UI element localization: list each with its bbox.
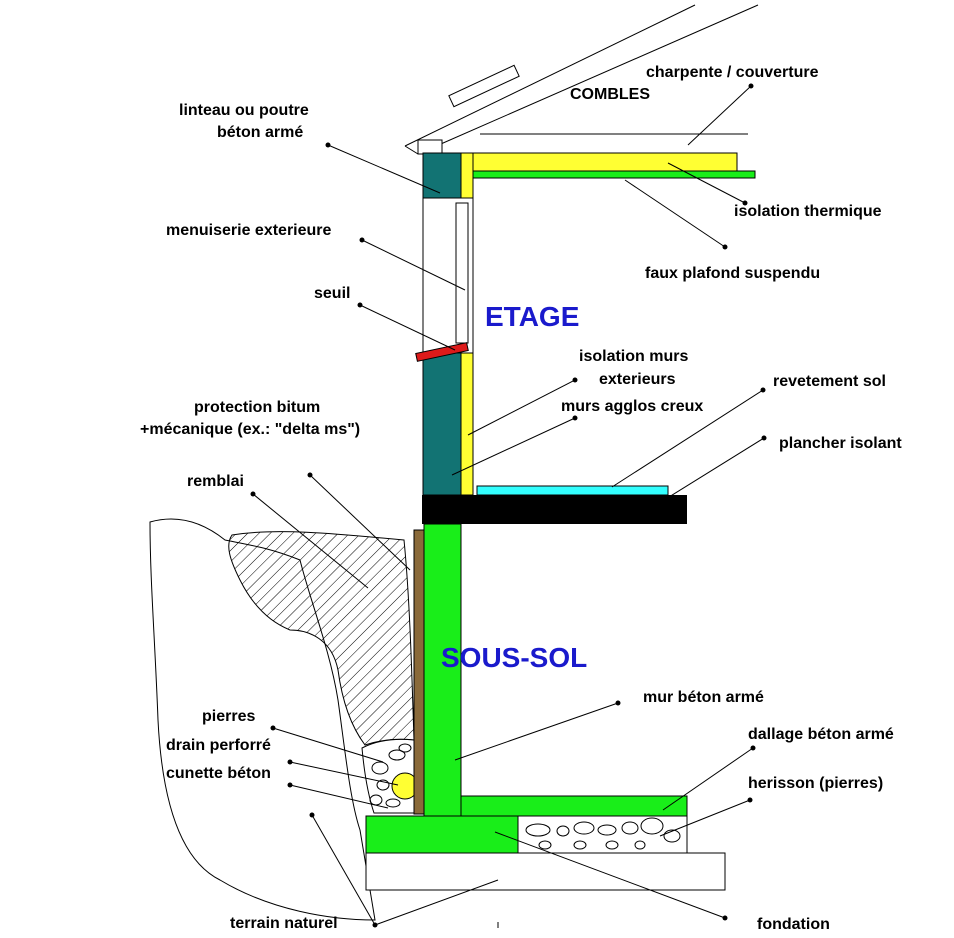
label-terrain: terrain naturel [230,915,338,932]
label-pierres: pierres [202,708,255,725]
lean-concrete-base [365,852,726,891]
label-isolation-murs-2: exterieurs [599,371,676,388]
label-protection-2: +mécanique (ex.: "delta ms") [140,421,360,438]
label-herisson: herisson (pierres) [748,775,883,792]
label-mur-beton: mur béton armé [643,689,764,706]
label-linteau-1: linteau ou poutre [179,102,309,119]
labels: charpente / couverture COMBLES linteau o… [140,64,902,933]
label-fondation: fondation [757,916,830,933]
leader-lines [250,83,767,928]
label-plancher: plancher isolant [779,435,902,452]
lintel-beam [422,152,462,199]
label-isolation-murs-1: isolation murs [579,348,688,365]
sill [415,342,469,362]
concrete-slab [460,795,688,817]
label-dallage: dallage béton armé [748,726,894,743]
reinforced-concrete-wall [423,523,462,817]
label-protection-1: protection bitum [194,399,320,416]
label-remblai: remblai [187,473,244,490]
label-drain: drain perforré [166,737,271,754]
label-linteau-2: béton armé [217,124,303,141]
insulated-floor-slab [422,495,687,524]
backfill [228,531,415,746]
label-sous-sol: SOUS-SOL [441,642,587,673]
bitumen-protection [413,529,425,815]
label-isolation-thermique: isolation thermique [734,203,882,220]
label-menuiserie: menuiserie exterieure [166,222,332,239]
hardcore-stones [525,817,681,850]
label-etage: ETAGE [485,301,579,332]
window-frame [455,202,469,344]
ceiling-insulation [467,152,738,172]
label-faux-plafond: faux plafond suspendu [645,265,820,282]
label-combles: COMBLES [570,86,650,103]
suspended-ceiling [469,170,756,179]
label-revetement: revetement sol [773,373,886,390]
upper-wall-insulation [460,352,474,496]
label-charpente: charpente / couverture [646,64,819,81]
roof-structure [404,4,759,155]
foundation-footing [365,815,519,854]
label-murs-agglos: murs agglos creux [561,398,703,415]
floor-covering [476,485,669,496]
lintel-insulation [460,152,474,199]
label-cunette: cunette béton [166,765,271,782]
label-seuil: seuil [314,285,350,302]
